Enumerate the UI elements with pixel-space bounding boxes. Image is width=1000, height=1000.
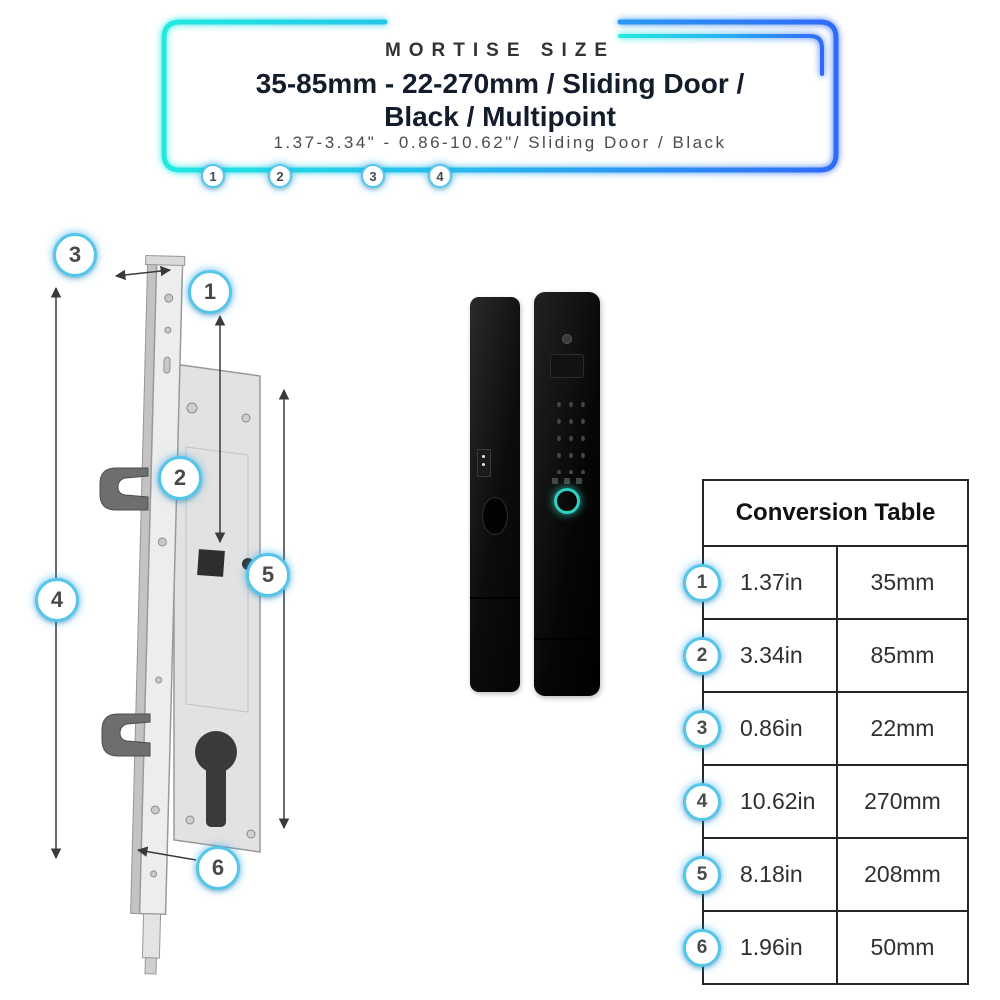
row-badge-6: 6 bbox=[683, 928, 721, 967]
back-button-oval bbox=[482, 497, 508, 535]
smart-lock-front-view bbox=[534, 292, 600, 696]
callout-4: 4 bbox=[35, 578, 79, 622]
inches-value: 0.86in bbox=[740, 715, 803, 741]
conversion-table-title: Conversion Table bbox=[735, 499, 936, 526]
header-badge-3: 3 bbox=[361, 164, 385, 188]
dimension-arrow-bottom bbox=[136, 846, 197, 861]
smart-lock-back-view bbox=[470, 297, 520, 692]
header-title-line2: Black / Multipoint bbox=[384, 101, 616, 132]
hook-bolt-top bbox=[99, 467, 149, 511]
callout-2: 2 bbox=[158, 456, 202, 500]
spindle-hole bbox=[197, 549, 225, 577]
front-seam bbox=[534, 638, 600, 640]
callout-1: 1 bbox=[188, 270, 232, 314]
table-row: 3 0.86in 22mm bbox=[683, 691, 967, 764]
mm-value: 35mm bbox=[836, 547, 967, 618]
inches-value: 8.18in bbox=[740, 861, 803, 887]
fingerprint-sensor-icon bbox=[554, 488, 580, 514]
inches-value: 3.34in bbox=[740, 642, 803, 668]
table-row: 4 10.62in 270mm bbox=[683, 764, 967, 837]
mm-value: 270mm bbox=[836, 766, 967, 837]
row-badge-4: 4 bbox=[683, 782, 721, 821]
header-badge-1: 1 bbox=[201, 164, 225, 188]
row-badge-2: 2 bbox=[683, 636, 721, 675]
sensor-window bbox=[550, 354, 584, 378]
mm-value: 85mm bbox=[836, 620, 967, 691]
table-row: 6 1.96in 50mm bbox=[683, 910, 967, 983]
status-icons bbox=[552, 478, 582, 484]
header-subtitle: 1.37-3.34" - 0.86-10.62"/ Sliding Door /… bbox=[273, 133, 727, 152]
camera-icon bbox=[562, 334, 572, 344]
mm-value: 50mm bbox=[836, 912, 967, 983]
callout-3: 3 bbox=[53, 233, 97, 277]
keypad-grid bbox=[549, 392, 585, 474]
table-row: 2 3.34in 85mm bbox=[683, 618, 967, 691]
back-seam bbox=[470, 597, 520, 599]
header-badge-4: 4 bbox=[428, 164, 452, 188]
euro-cylinder-hole bbox=[195, 731, 237, 773]
neon-frame bbox=[161, 19, 839, 173]
header-badge-2: 2 bbox=[268, 164, 292, 188]
hook-bolt-bottom bbox=[101, 713, 151, 757]
dimension-arrow-plate-width bbox=[114, 265, 172, 281]
back-sticker bbox=[477, 449, 491, 477]
callout-6: 6 bbox=[196, 846, 240, 890]
header-title-line1: 35-85mm - 22-270mm / Sliding Door / bbox=[255, 68, 745, 99]
row-badge-1: 1 bbox=[683, 563, 721, 602]
inches-value: 1.37in bbox=[740, 569, 803, 595]
row-badge-5: 5 bbox=[683, 855, 721, 894]
inches-value: 10.62in bbox=[740, 788, 816, 814]
callout-5: 5 bbox=[246, 553, 290, 597]
mm-value: 22mm bbox=[836, 693, 967, 764]
mm-value: 208mm bbox=[836, 839, 967, 910]
table-row: 1 1.37in 35mm bbox=[683, 545, 967, 618]
conversion-table: Conversion Table 1 1.37in 35mm 2 3.34in … bbox=[683, 479, 969, 985]
dimension-arrows bbox=[50, 265, 290, 861]
lock-body-panel bbox=[185, 446, 249, 713]
table-row: 5 8.18in 208mm bbox=[683, 837, 967, 910]
header-eyebrow: MORTISE SIZE bbox=[384, 40, 616, 61]
row-badge-3: 3 bbox=[683, 709, 721, 748]
inches-value: 1.96in bbox=[740, 934, 803, 960]
